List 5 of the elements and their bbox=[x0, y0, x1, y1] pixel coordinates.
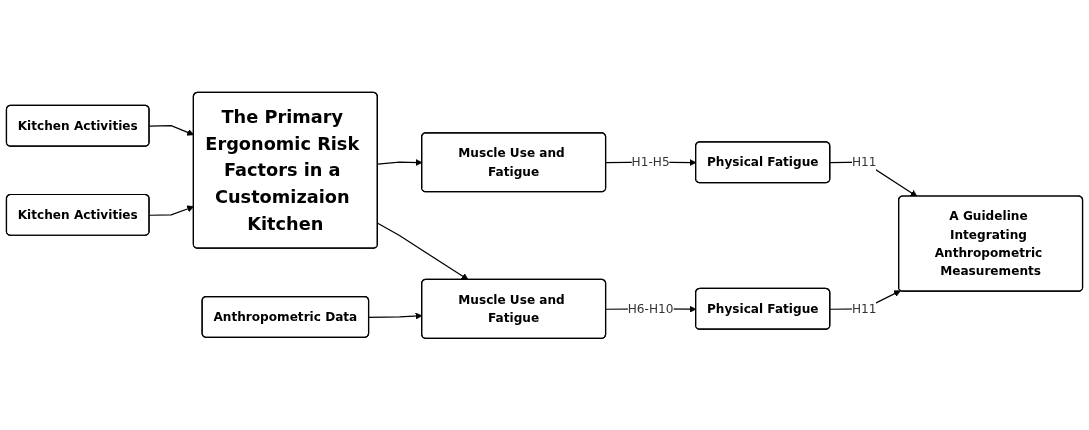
arrow bbox=[377, 222, 469, 280]
edge-label: H11 bbox=[851, 154, 877, 169]
edge-label: H1-H5 bbox=[631, 154, 670, 169]
edge-label: H11 bbox=[851, 301, 877, 316]
edge-label: H6-H10 bbox=[627, 301, 674, 316]
